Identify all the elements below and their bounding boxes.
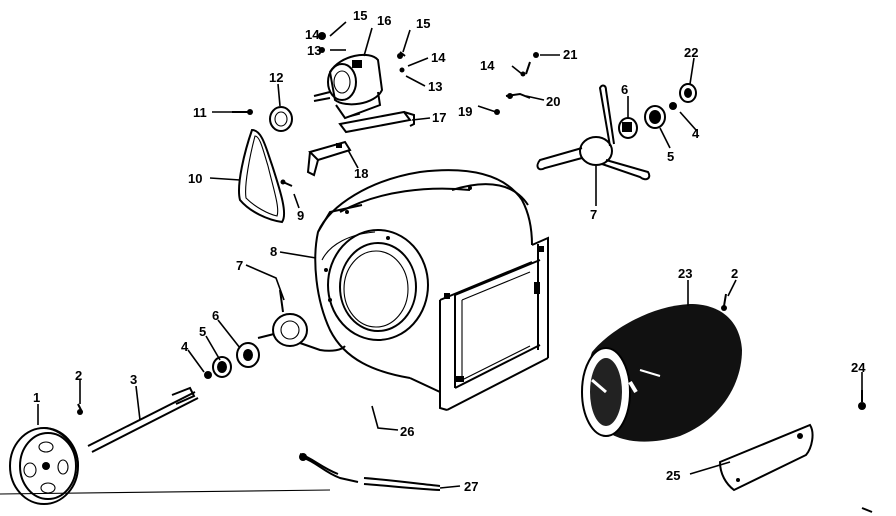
callout-13-right: 13 [428,79,442,94]
bearing-left [204,342,260,379]
callout-5-right: 5 [667,149,674,164]
blower-wheel [581,304,742,442]
stray-mark [861,507,873,513]
callout-10: 10 [188,171,202,186]
fan-blade-right [536,84,651,181]
callout-19: 19 [458,104,472,119]
callout-14-left: 14 [305,27,320,42]
callout-9: 9 [297,208,304,223]
blower-pulley [9,427,79,505]
callout-26: 26 [400,424,414,439]
belt-tensioner-bracket [306,140,352,177]
set-screw-24 [858,390,866,410]
key-left [77,403,83,415]
set-screw [232,109,253,115]
motor-pulley [269,106,293,132]
motor-screws [318,32,406,73]
callout-7-left: 7 [236,258,243,273]
callout-2-right: 2 [731,266,738,281]
callout-27: 27 [464,479,478,494]
callout-25: 25 [666,468,680,483]
callout-18: 18 [354,166,368,181]
callout-3: 3 [130,372,137,387]
callout-4-left: 4 [181,339,189,354]
callout-labels: 1 2 2 3 4 4 5 5 6 6 7 7 8 9 10 11 12 13 … [33,8,866,494]
callout-22: 22 [684,45,698,60]
bearing-right [618,83,697,139]
leader-lines [37,21,863,489]
shaft [87,386,199,453]
callout-8: 8 [270,244,277,259]
screw-9 [280,179,293,187]
callout-15-left: 15 [353,8,367,23]
callout-20: 20 [546,94,560,109]
callout-1: 1 [33,390,40,405]
baseline [0,489,331,495]
callout-2-left: 2 [75,368,82,383]
blower-housing [314,169,549,411]
key-right [721,293,727,311]
callout-4-right: 4 [692,126,700,141]
callout-24: 24 [851,360,866,375]
callout-13-left: 13 [307,43,321,58]
belt [238,128,286,224]
fan-hub-left [257,289,346,352]
callout-23: 23 [678,266,692,281]
callout-11: 11 [193,105,207,120]
callout-6-right: 6 [621,82,628,97]
callout-12: 12 [269,70,283,85]
motor [313,53,384,120]
callout-5-left: 5 [199,324,206,339]
support-rail [299,453,359,483]
callout-7-right: 7 [590,207,597,222]
callout-15-right: 15 [416,16,430,31]
callout-14-mid: 14 [431,50,446,65]
callout-17: 17 [432,110,446,125]
callout-6-left: 6 [212,308,219,323]
callout-14-right: 14 [480,58,495,73]
bracket-hardware [494,52,539,115]
cutoff-plate [718,423,814,492]
rubber-strip [363,477,441,491]
callout-21: 21 [563,47,577,62]
callout-16: 16 [377,13,391,28]
